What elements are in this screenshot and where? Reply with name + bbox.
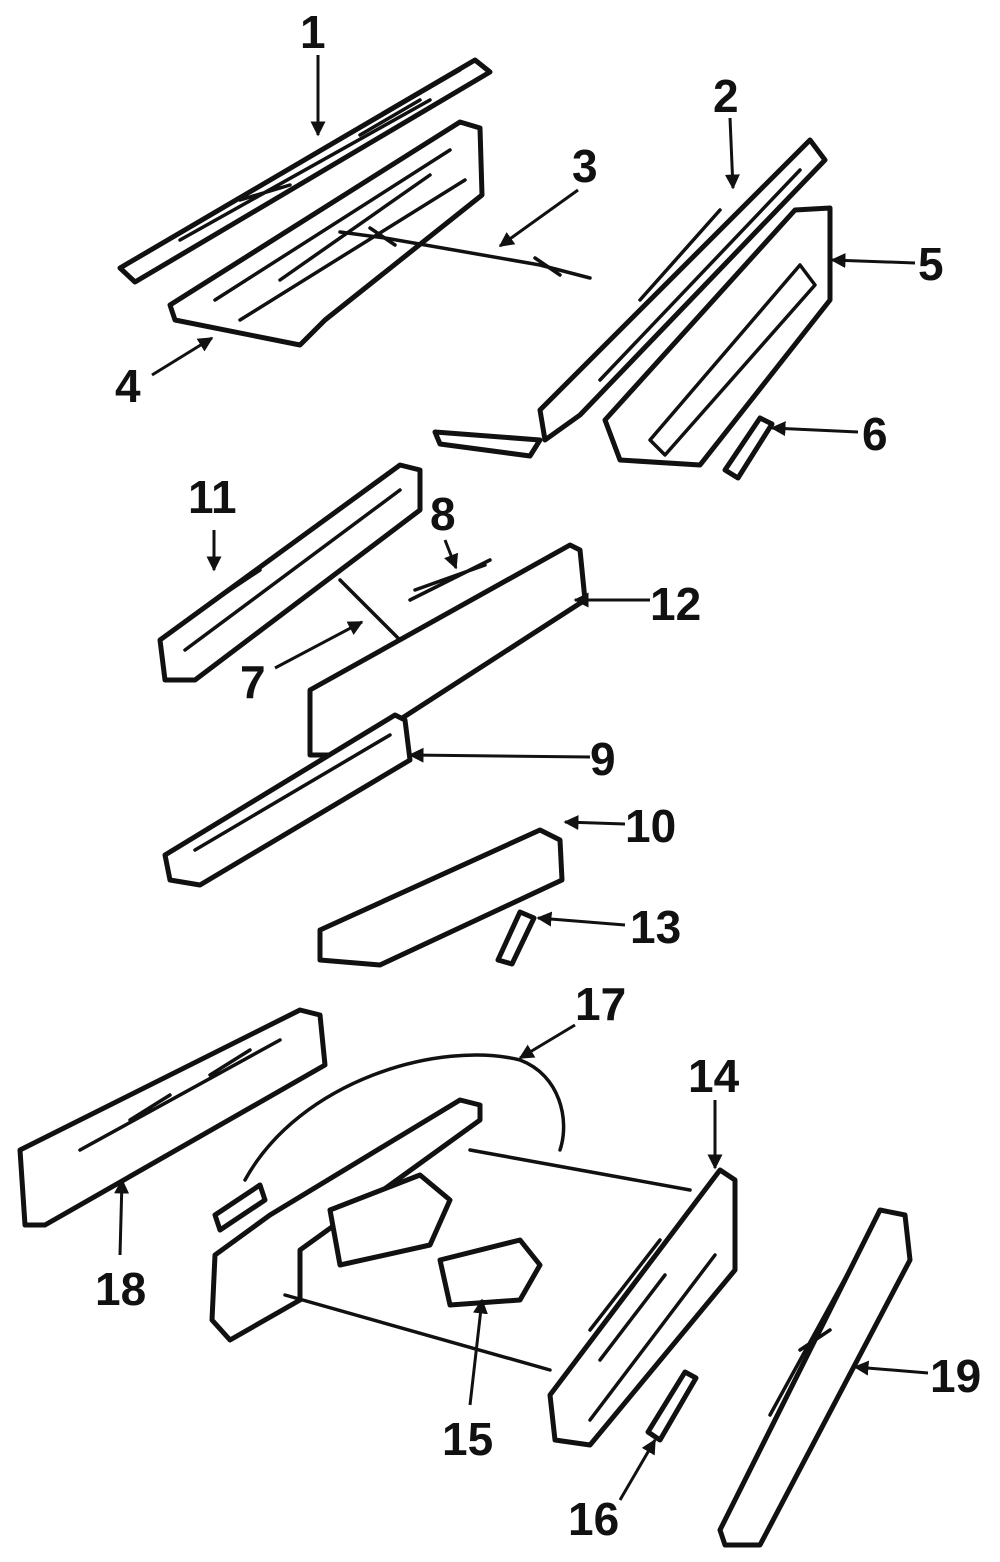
callout-6: 6 — [862, 408, 888, 460]
callout-labels: 1 2 3 4 5 6 7 8 9 10 11 12 13 14 15 16 1… — [95, 6, 981, 1545]
callout-8: 8 — [430, 488, 456, 540]
part-4-lower-channel — [167, 119, 485, 348]
callout-7: 7 — [240, 656, 266, 708]
callout-18: 18 — [95, 1263, 146, 1315]
part-16-pin — [645, 1369, 699, 1443]
part-8-spring-clip — [408, 558, 492, 602]
callout-3: 3 — [572, 140, 598, 192]
part-3-spring — [338, 226, 592, 280]
callout-16: 16 — [568, 1493, 619, 1545]
callout-15: 15 — [442, 1413, 493, 1465]
callout-12: 12 — [650, 578, 701, 630]
part-9-track-frame — [162, 712, 413, 888]
leader-lines — [114, 55, 929, 1501]
part-2-upper-rail — [432, 137, 828, 459]
callout-19: 19 — [930, 1350, 981, 1402]
part-19-side-cover — [717, 1207, 913, 1548]
callout-4: 4 — [115, 360, 141, 412]
callout-14: 14 — [688, 1050, 740, 1102]
callout-2: 2 — [713, 70, 739, 122]
callout-1: 1 — [300, 6, 326, 58]
callout-17: 17 — [575, 978, 626, 1030]
part-11-track-cover — [157, 462, 423, 683]
callout-11: 11 — [188, 471, 237, 523]
part-12-track-cover — [307, 542, 588, 758]
part-5-lower-track — [602, 205, 833, 468]
part-1-adjuster-rail — [117, 57, 493, 285]
part-15-motor — [327, 1172, 543, 1308]
callout-10: 10 — [625, 800, 676, 852]
part-14-seat-frame — [209, 1097, 738, 1448]
part-18-side-cover — [17, 1007, 328, 1228]
part-7-cable — [338, 578, 402, 642]
callout-5: 5 — [918, 238, 944, 290]
part-10-lower-cover — [317, 827, 565, 968]
part-17-cable — [212, 1053, 566, 1233]
callout-13: 13 — [630, 901, 681, 953]
callout-9: 9 — [590, 733, 616, 785]
part-13-handle — [495, 909, 537, 967]
